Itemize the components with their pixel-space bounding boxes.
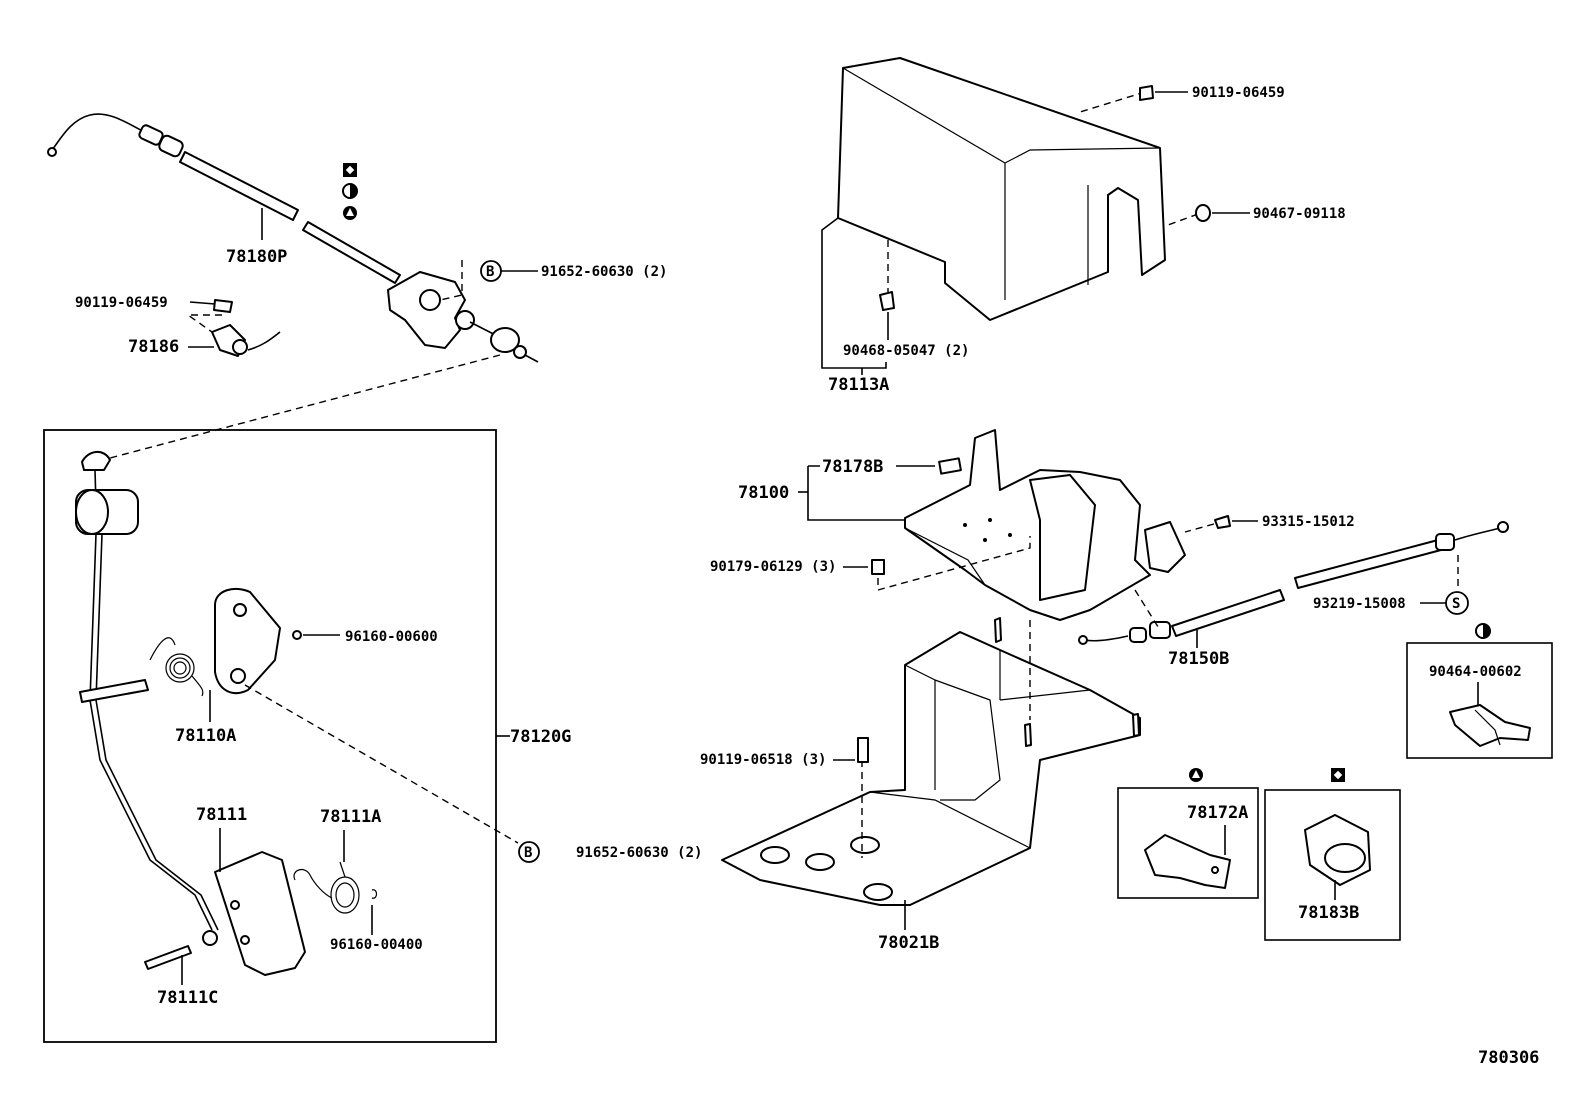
label-78111: 78111 (196, 805, 247, 825)
label-90119-06459-top: 90119-06459 (1192, 85, 1285, 101)
pedal-arm (75, 451, 219, 946)
floor-bracket-78021B (721, 631, 1141, 906)
legend-square (1331, 768, 1345, 782)
svg-text:B: B (486, 264, 494, 280)
clip-78183B (1304, 814, 1371, 886)
pedal-base-78100 (904, 429, 1186, 621)
label-96160-00600: 96160-00600 (345, 629, 438, 645)
label-90179-06129: 90179-06129 (3) (710, 559, 836, 575)
label-93219-15008: 93219-15008 (1313, 596, 1406, 612)
label-96160-00400: 96160-00400 (330, 937, 423, 953)
spring-78110A (149, 637, 204, 697)
svg-text:S: S (1452, 596, 1460, 612)
label-91652-top: 91652-60630 (2) (541, 264, 667, 280)
label-78021B: 78021B (878, 933, 939, 953)
label-78111A: 78111A (320, 807, 381, 827)
s-marker: S (1445, 591, 1469, 615)
label-78180P: 78180P (226, 247, 287, 267)
b-marker-top: B (480, 260, 502, 282)
cover-78113A (837, 57, 1166, 321)
label-78110A: 78110A (175, 726, 236, 746)
label-78113A: 78113A (828, 375, 889, 395)
label-78150B: 78150B (1168, 649, 1229, 669)
label-78186: 78186 (128, 337, 179, 357)
label-90467-09118: 90467-09118 (1253, 206, 1346, 222)
label-78178B: 78178B (822, 457, 883, 477)
label-90119-06518: 90119-06518 (3) (700, 752, 826, 768)
label-78111C: 78111C (157, 988, 218, 1008)
clip-78172A (1144, 834, 1231, 889)
label-78120G: 78120G (510, 727, 571, 747)
legend-symbols (342, 163, 358, 220)
pin-78111C (144, 945, 192, 970)
cable-78150B (1078, 521, 1509, 645)
svg-text:B: B (524, 845, 532, 861)
label-91652-bottom: 91652-60630 (2) (576, 845, 702, 861)
diagram-id: 780306 (1478, 1048, 1539, 1068)
label-90119-left: 90119-06459 (75, 295, 168, 311)
clip-90464-00602 (1449, 704, 1531, 747)
throttle-link (387, 260, 539, 363)
clip-90464-box (1406, 642, 1553, 759)
legend-half-circle (1475, 623, 1491, 639)
pedal-bracket (214, 587, 281, 695)
b-marker-bottom: B (518, 841, 540, 863)
label-78100: 78100 (738, 483, 789, 503)
clip-78172A-box (1117, 787, 1259, 899)
spring-78111A (293, 861, 360, 914)
pedal-pad-78111 (214, 851, 306, 976)
label-78172A: 78172A (1187, 803, 1248, 823)
label-93315-15012: 93315-15012 (1262, 514, 1355, 530)
label-90468-05047: 90468-05047 (2) (843, 343, 969, 359)
accelerator-cable-top (47, 113, 401, 284)
label-90464-00602: 90464-00602 (1429, 664, 1522, 680)
pad-78178B (938, 457, 962, 475)
clip-78183B-box (1264, 789, 1401, 941)
pedal-shaft (79, 679, 149, 703)
label-78183B: 78183B (1298, 903, 1359, 923)
legend-triangle (1189, 768, 1203, 782)
